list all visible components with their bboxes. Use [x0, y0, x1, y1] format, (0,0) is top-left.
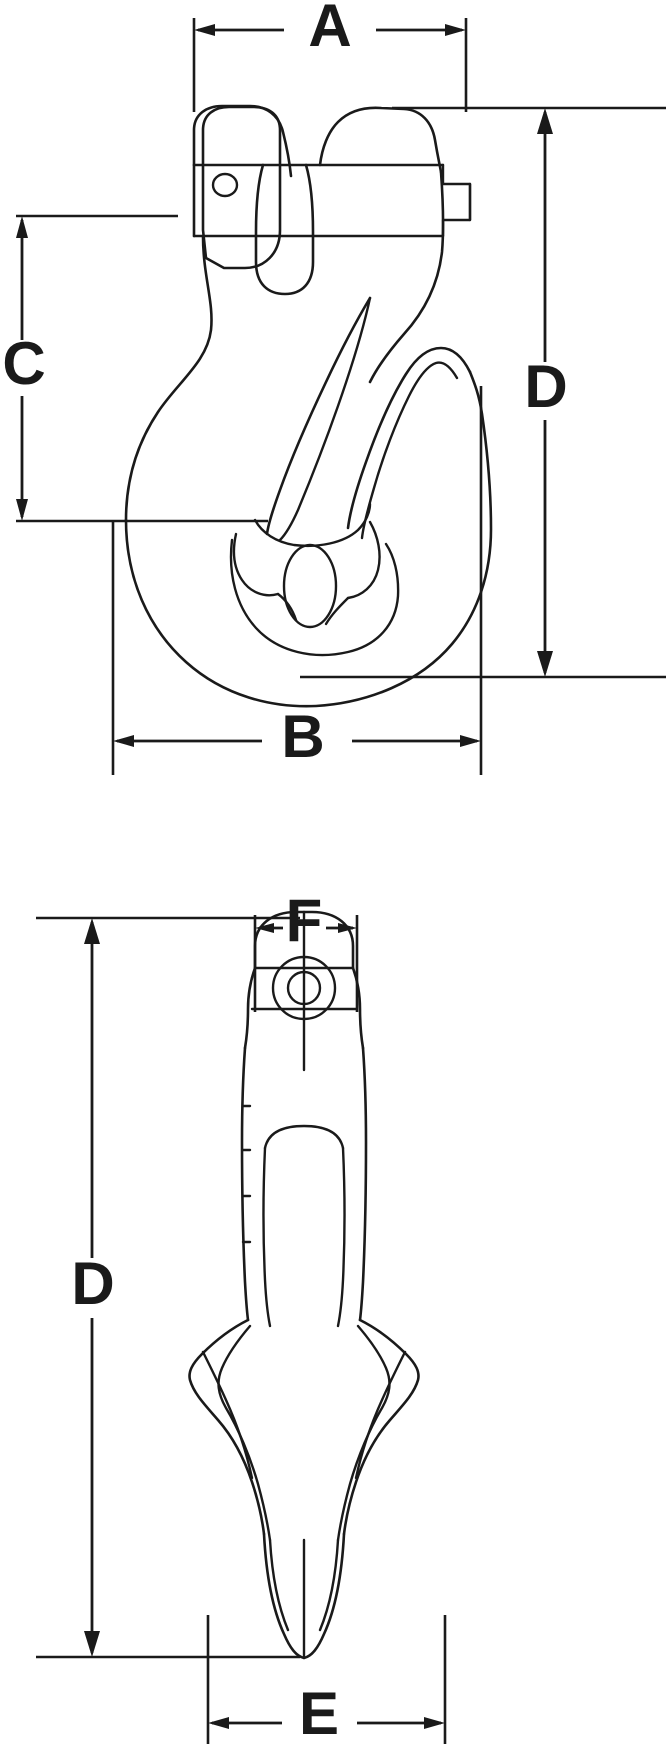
- dimension-f-group: F: [253, 887, 359, 1012]
- end-view-nose-seam-right: [318, 1538, 340, 1632]
- dimension-b-group: B: [111, 386, 483, 775]
- dimension-d-end-label: D: [71, 1250, 114, 1317]
- bowl-right-lobe: [346, 520, 381, 600]
- dimension-b-arrow-right: [460, 735, 481, 747]
- dimension-e-group: E: [206, 1615, 447, 1744]
- end-view-left-shoulder: [243, 966, 257, 1050]
- end-view-nose-seam-left: [268, 1538, 290, 1632]
- dimension-c-arrow-top: [16, 216, 28, 238]
- clevis-pin-hole: [211, 172, 239, 198]
- dimension-f-arrow-left: [255, 923, 274, 933]
- end-view-right-wing: [342, 1318, 420, 1536]
- dimension-d-front-arrow-top: [537, 108, 553, 134]
- end-view-shank-left: [240, 1046, 250, 1322]
- hook-inner-grab-blade: [265, 296, 372, 536]
- dimension-a-group: A: [192, 0, 468, 112]
- hook-left-shank-contour: [124, 234, 213, 522]
- dimension-d-front-arrow-bottom: [537, 651, 553, 677]
- clevis-center-tongue: [254, 163, 315, 296]
- end-view-right-wing-fold: [336, 1324, 391, 1542]
- dimension-e-arrow-right: [424, 1717, 445, 1729]
- dimension-d-front-group: D: [300, 106, 666, 679]
- hook-inner-grab-blade-edge: [278, 296, 372, 542]
- dimension-c-label: C: [2, 330, 45, 397]
- end-view-right-leaf: [354, 1350, 407, 1480]
- bowl-notch-left: [276, 592, 298, 622]
- hook-inner-bowl-rim: [229, 538, 400, 657]
- dimension-a-arrow-left: [194, 24, 215, 36]
- end-view-shank-right: [358, 1046, 368, 1322]
- end-view-left-wing: [188, 1318, 266, 1536]
- end-view-inner-body-cap: [263, 1124, 345, 1150]
- front-view-group: [124, 104, 493, 708]
- dimension-f-arrow-right: [338, 923, 357, 933]
- hook-tip-blade-outer: [346, 346, 472, 530]
- dimension-f-label: F: [286, 887, 323, 954]
- dimension-d-end-arrow-bottom: [84, 1631, 100, 1657]
- dimension-c-arrow-bottom: [16, 499, 28, 521]
- end-view-left-wing-fold: [217, 1324, 272, 1542]
- dimension-b-label: B: [281, 703, 324, 770]
- dimension-a-label: A: [308, 0, 351, 59]
- dimension-e-label: E: [299, 1680, 339, 1744]
- dimension-d-end-arrow-top: [84, 918, 100, 944]
- hook-bowl-outer-curve: [124, 370, 493, 708]
- dimension-b-arrow-left: [113, 735, 134, 747]
- dimension-d-front-label: D: [524, 353, 567, 420]
- hook-right-shank-contour: [368, 170, 445, 384]
- dimension-c-group: C: [2, 214, 268, 523]
- hook-throat-saddle: [253, 502, 372, 548]
- dimension-e-arrow-left: [208, 1717, 229, 1729]
- bowl-notch-right: [324, 596, 350, 626]
- end-view-group: [188, 910, 420, 1660]
- bowl-center-recess: [282, 543, 338, 629]
- dimension-a-arrow-right: [445, 24, 466, 36]
- bowl-left-lobe: [232, 532, 280, 597]
- dimension-d-end-group: D: [36, 916, 300, 1659]
- clevis-left-ear: [192, 104, 293, 178]
- end-view-inner-body-left: [262, 1146, 272, 1328]
- end-view-left-leaf: [201, 1350, 254, 1480]
- end-view-inner-body-right: [336, 1146, 346, 1328]
